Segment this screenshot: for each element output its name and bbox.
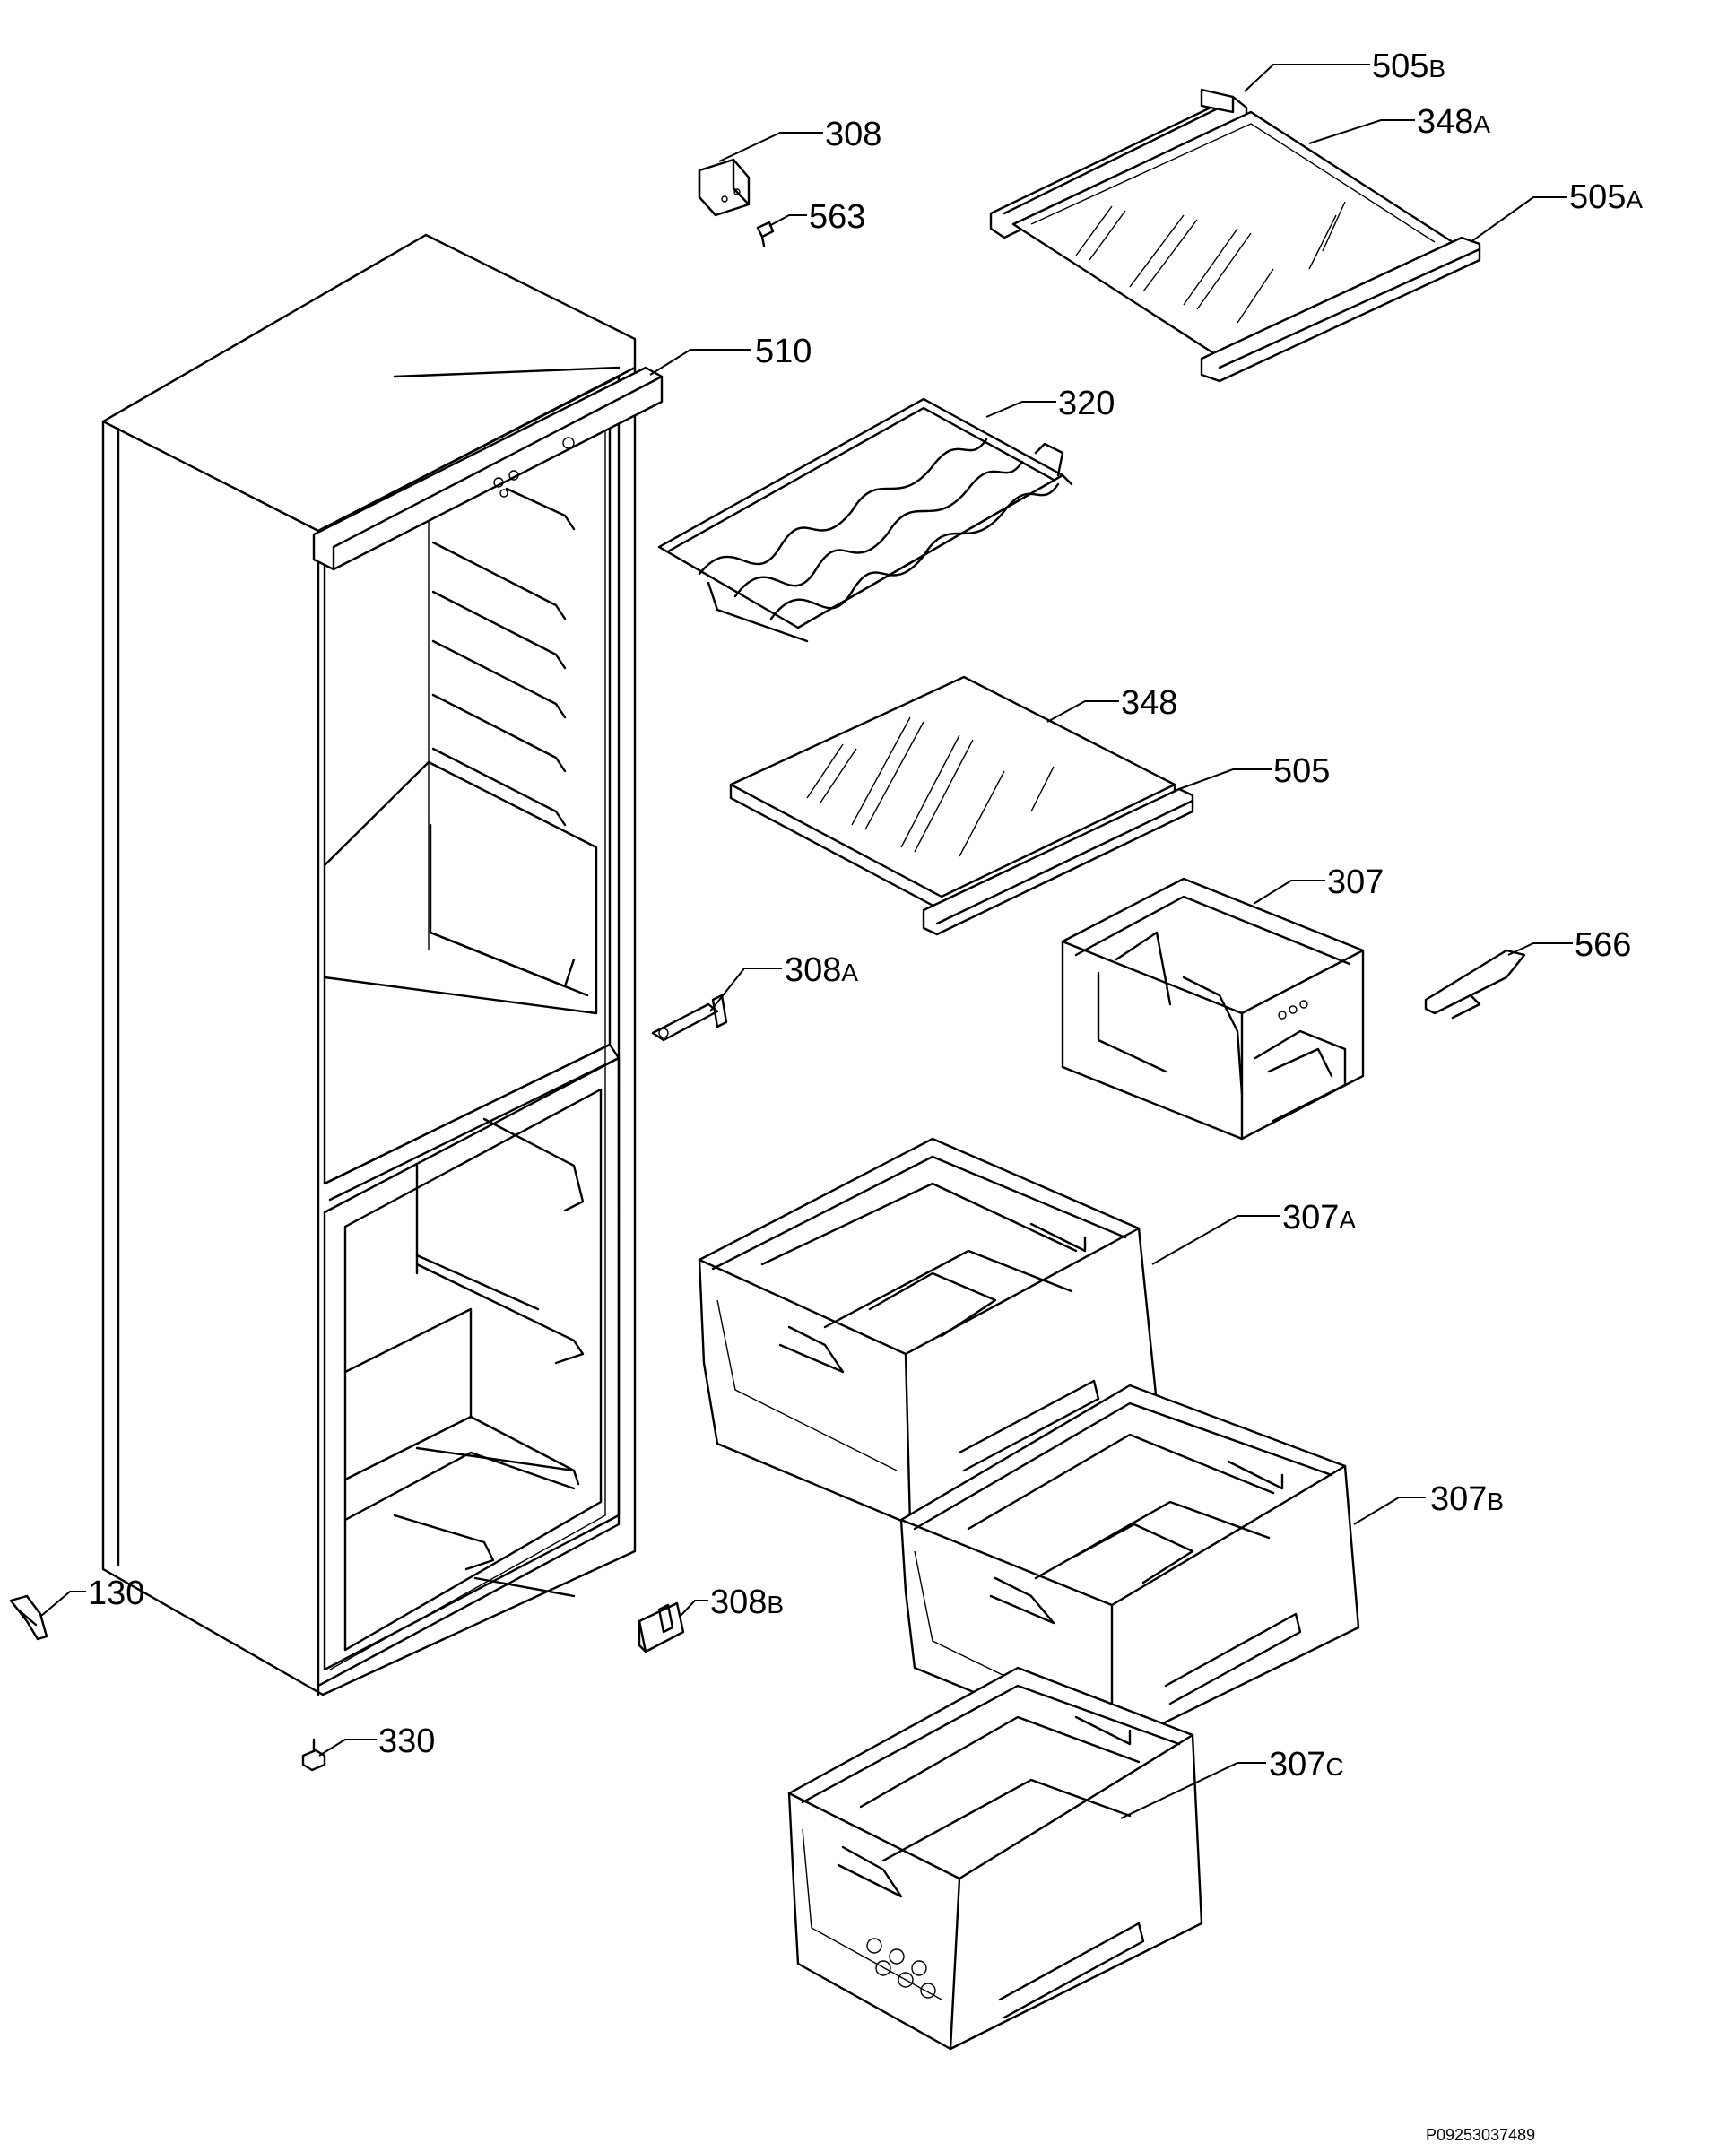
part-130 <box>9 1594 48 1641</box>
hinge-part-308 <box>698 158 751 217</box>
label-505A: 505A <box>1569 178 1643 216</box>
drawer-part-307B <box>899 1384 1360 1750</box>
label-505B: 505B <box>1372 48 1445 85</box>
label-510: 510 <box>755 333 812 370</box>
drawer-part-307 <box>1061 877 1365 1141</box>
glass-shelf-348-assembly <box>729 675 1194 936</box>
label-348: 348 <box>1121 684 1177 722</box>
document-code: P09253037489 <box>1426 2126 1535 2144</box>
label-307: 307 <box>1327 863 1384 901</box>
drawer-part-307A <box>698 1137 1159 1526</box>
label-320: 320 <box>1058 385 1115 422</box>
label-307C: 307C <box>1269 1746 1344 1783</box>
glass-shelf-348A-assembly <box>989 88 1481 383</box>
label-308A: 308A <box>785 951 858 989</box>
label-307A: 307A <box>1282 1199 1356 1237</box>
label-566: 566 <box>1575 926 1631 964</box>
wine-rack-part-320 <box>657 397 1073 643</box>
screw-part-563 <box>756 221 775 247</box>
label-308: 308 <box>825 116 881 153</box>
label-307B: 307B <box>1430 1480 1504 1518</box>
fridge-cabinet <box>101 233 664 1696</box>
label-348A: 348A <box>1417 103 1490 141</box>
label-563: 563 <box>809 198 865 236</box>
part-labels: 505B 348A 505A 308 563 510 320 348 505 3… <box>88 48 1643 1783</box>
label-130: 130 <box>88 1575 144 1612</box>
hinge-part-308A <box>651 994 728 1042</box>
label-330: 330 <box>378 1722 435 1760</box>
leader-lines <box>40 64 1573 1819</box>
label-505: 505 <box>1273 752 1330 790</box>
label-308B: 308B <box>710 1584 784 1621</box>
drawer-part-307C <box>787 1666 1203 2051</box>
hinge-part-308B <box>638 1601 685 1653</box>
part-566 <box>1424 949 1526 1020</box>
